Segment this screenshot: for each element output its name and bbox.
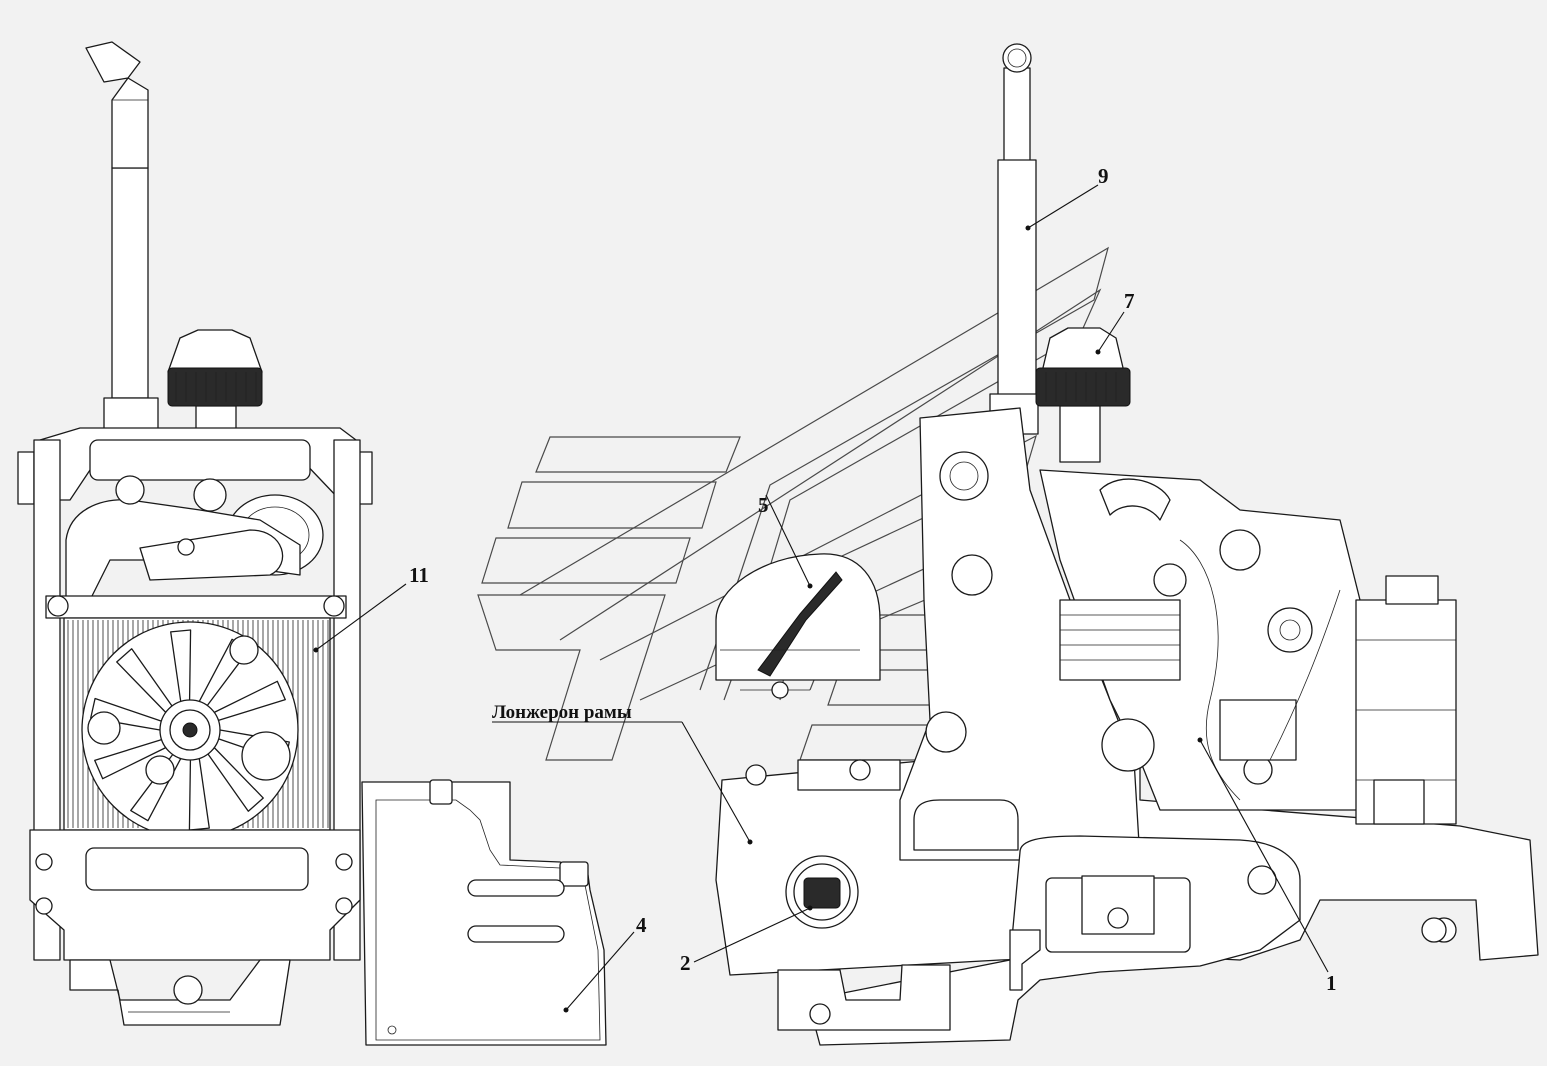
exhaust-pipe-front: [111, 167, 149, 399]
callout-7: 7: [1124, 289, 1135, 313]
side-view: [715, 43, 1539, 1046]
air-cleaner-side: [1041, 327, 1125, 373]
frame-rail-annotation: Лонжерон рамы: [492, 702, 632, 723]
leaders: [313, 184, 1329, 1013]
callout-4: 4: [636, 913, 647, 937]
callout-5: 5: [758, 493, 769, 517]
callout-labels: 11 9 7 5 4 2 1 Лонжерон рамы: [409, 164, 1337, 995]
callout-11: 11: [409, 563, 429, 587]
callout-1: 1: [1326, 971, 1337, 995]
callout-2: 2: [680, 951, 691, 975]
air-cleaner-cap-front: [167, 329, 263, 373]
front-view: [17, 41, 373, 1026]
callout-9: 9: [1098, 164, 1109, 188]
fuel-tank: [361, 779, 607, 1046]
